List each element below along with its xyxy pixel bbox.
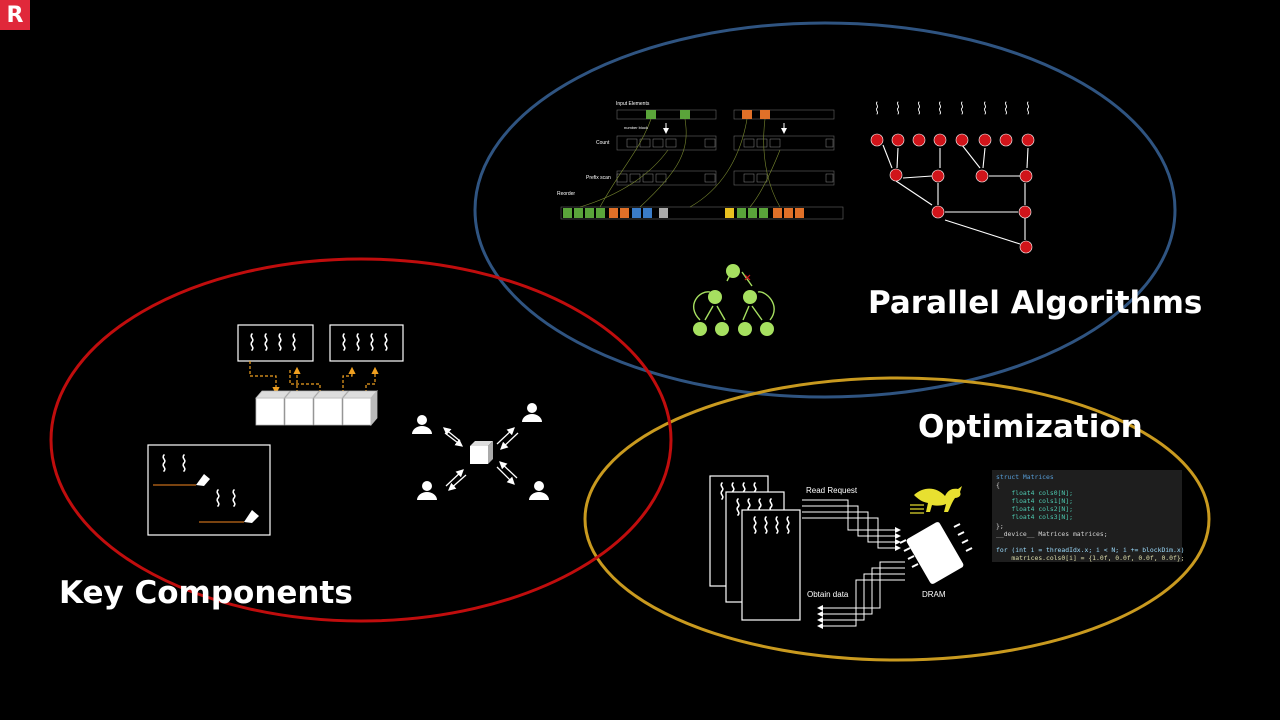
code-line: float4 cols3[N]; (996, 513, 1073, 522)
binary-tree-figure (693, 264, 775, 336)
code-snippet: struct Matrices { float4 cols0[N]; float… (992, 470, 1185, 562)
code-line: float4 cols0[N]; (996, 489, 1073, 498)
prefix-scan-label: Prefix scan (586, 175, 611, 181)
reorder-label: Reorder (557, 191, 576, 197)
code-line: float4 cols2[N]; (996, 505, 1073, 514)
obtain-data-label: Obtain data (807, 590, 849, 599)
optimization-ring (583, 376, 1211, 662)
key-components-title: Key Components (59, 575, 353, 611)
memory-request-arrows (802, 499, 905, 629)
user-icon (417, 481, 437, 500)
code-line: struct Matrices (996, 473, 1054, 481)
user-icon (412, 415, 432, 434)
flag-box (147, 444, 271, 536)
read-request-label: Read Request (806, 486, 858, 495)
user-network (412, 403, 549, 500)
mapping-arrows (249, 361, 379, 395)
user-icon (522, 403, 542, 422)
cube-icon (470, 441, 493, 464)
code-line: { (996, 481, 1000, 490)
code-line: }; (996, 521, 1004, 530)
input-elements-label: Input Elements (616, 101, 650, 107)
cube-row (255, 389, 378, 427)
chip-icon (899, 522, 973, 584)
flag-icon (244, 510, 259, 523)
optimization-title: Optimization (918, 409, 1143, 445)
thread-pages (709, 475, 801, 621)
scan-tree-figure (870, 101, 1035, 254)
parallel-algorithms-ring (473, 21, 1177, 399)
thread-group-box-left (237, 324, 314, 362)
thread-group-box-right (329, 324, 404, 362)
key-components-ring (49, 257, 673, 623)
user-icon (529, 481, 549, 500)
parallel-algorithms-title: Parallel Algorithms (868, 285, 1203, 321)
kangaroo-icon (910, 486, 962, 514)
count-label: Count (596, 140, 610, 146)
radix-sort-figure (560, 109, 844, 220)
code-line: float4 cols1[N]; (996, 497, 1073, 506)
brand-logo: R (0, 0, 30, 30)
code-line: matrices.cols0[i] = {1.0f, 0.0f, 0.0f, 0… (996, 553, 1185, 562)
flag-icon (196, 474, 210, 486)
number-block-label: number block (624, 125, 649, 130)
dram-label: DRAM (922, 590, 946, 599)
code-line (996, 538, 1178, 546)
code-line: __device__ Matrices matrices; (996, 529, 1108, 538)
code-line: for (int i = threadIdx.x; i < N; i += bl… (996, 545, 1185, 554)
